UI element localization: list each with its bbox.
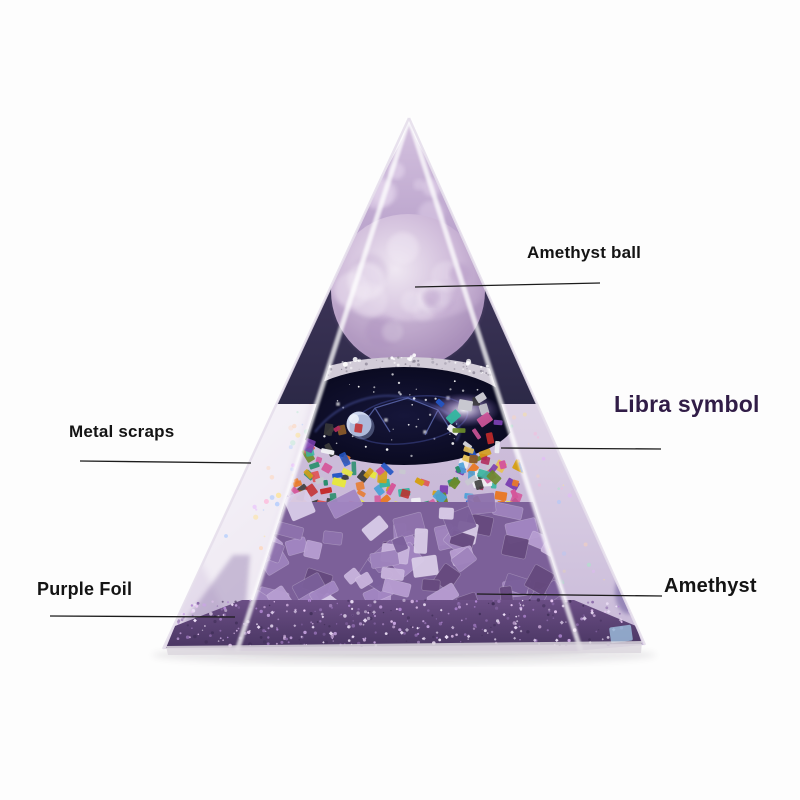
label-purple-foil: Purple Foil: [37, 579, 133, 599]
libra-symbol-pointer-line: [500, 447, 662, 450]
label-libra-symbol: Libra symbol: [614, 391, 760, 417]
amethyst-ball: [331, 214, 485, 368]
purple-foil-pointer-line: [49, 615, 236, 618]
label-metal-scraps: Metal scraps: [69, 422, 175, 441]
amethyst-ball-pointer-line: [414, 282, 601, 288]
amethyst-pointer-line: [476, 593, 663, 597]
pyramid-edges: [161, 117, 647, 655]
label-amethyst: Amethyst: [664, 575, 757, 597]
metal-scraps-pointer-line: [79, 460, 252, 464]
label-amethyst-ball: Amethyst ball: [527, 243, 642, 262]
